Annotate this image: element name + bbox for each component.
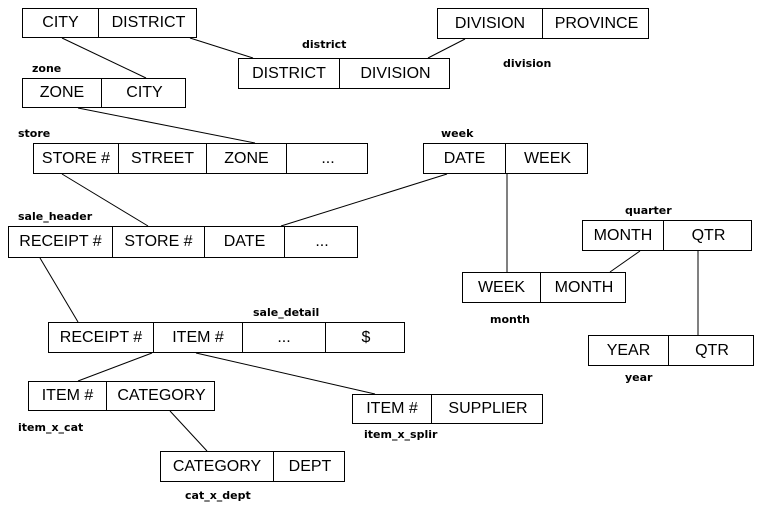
table-district[interactable]: DISTRICT DIVISION	[238, 58, 450, 89]
field-sale_header-1[interactable]: STORE #	[113, 227, 205, 257]
field-store-3[interactable]: ...	[321, 149, 335, 167]
field-item_x_splir-0[interactable]: ITEM #	[353, 395, 432, 423]
field-year-0[interactable]: YEAR	[589, 336, 669, 365]
table-week[interactable]: DATE WEEK	[423, 143, 588, 174]
relationship-line-city-to-zone	[61, 37, 147, 79]
field-district-0[interactable]: DISTRICT	[239, 59, 340, 88]
field-division-0[interactable]: DIVISION	[438, 9, 543, 38]
field-district-1[interactable]: DIVISION	[360, 64, 431, 82]
table-label-year: year	[625, 371, 653, 384]
field-store-0[interactable]: STORE #	[34, 144, 119, 173]
field-division-1[interactable]: PROVINCE	[554, 14, 639, 32]
field-sale_detail-0[interactable]: RECEIPT #	[49, 323, 154, 352]
field-year-1[interactable]: QTR	[695, 341, 729, 359]
relationship-line-zone-to-store	[77, 107, 256, 144]
field-week-1[interactable]: WEEK	[523, 149, 572, 167]
field-month-0[interactable]: WEEK	[463, 273, 541, 302]
field-sale_detail-2[interactable]: ...	[243, 323, 326, 352]
table-city_district[interactable]: CITY DISTRICT	[22, 8, 197, 38]
field-sale_header-3[interactable]: ...	[315, 233, 329, 250]
field-item_x_cat-1[interactable]: CATEGORY	[117, 387, 206, 404]
table-label-week: week	[441, 127, 474, 140]
table-label-sale_detail: sale_detail	[253, 306, 320, 319]
field-item_x_cat-0[interactable]: ITEM #	[29, 382, 107, 410]
table-label-month: month	[490, 313, 530, 326]
field-zone-1[interactable]: CITY	[126, 84, 163, 101]
relationship-line-sale-detail-item-to-item-x-splir	[195, 352, 376, 395]
field-week-0[interactable]: DATE	[424, 144, 506, 173]
field-sale_header-0[interactable]: RECEIPT #	[9, 227, 113, 257]
table-sale_header[interactable]: RECEIPT #STORE #DATE...	[8, 226, 358, 258]
field-quarter-0[interactable]: MONTH	[583, 221, 664, 250]
table-quarter[interactable]: MONTH QTR	[582, 220, 752, 251]
field-quarter-1[interactable]: QTR	[691, 226, 726, 244]
field-month-1[interactable]: MONTH	[554, 278, 614, 296]
field-sale_detail-3[interactable]: $	[361, 328, 371, 346]
relationship-line-district-division-to-division-dim	[427, 38, 466, 59]
table-label-item_x_splir: item_x_splir	[364, 428, 438, 441]
field-sale_header-2[interactable]: DATE	[205, 227, 285, 257]
table-label-item_x_cat: item_x_cat	[18, 421, 84, 434]
table-cat_x_dept[interactable]: CATEGORY DEPT	[160, 451, 345, 482]
field-cat_x_dept-1[interactable]: DEPT	[288, 457, 332, 475]
table-item_x_cat[interactable]: ITEM # CATEGORY	[28, 381, 215, 411]
field-city_district-0[interactable]: CITY	[23, 9, 99, 37]
field-cat_x_dept-0[interactable]: CATEGORY	[161, 452, 274, 481]
field-store-1[interactable]: STREET	[119, 144, 207, 173]
table-label-cat_x_dept: cat_x_dept	[185, 489, 251, 502]
table-division[interactable]: DIVISION PROVINCE	[437, 8, 649, 39]
field-store-2[interactable]: ZONE	[207, 144, 287, 173]
table-item_x_splir[interactable]: ITEM # SUPPLIER	[352, 394, 543, 424]
table-label-quarter: quarter	[625, 204, 672, 217]
table-label-sale_header: sale_header	[18, 210, 93, 223]
relationship-line-sale-detail-item-to-item-x-cat	[77, 352, 153, 382]
relationship-line-month-to-quarter	[609, 250, 641, 273]
field-item_x_splir-1[interactable]: SUPPLIER	[448, 400, 528, 417]
table-label-division: division	[503, 57, 552, 70]
field-zone-0[interactable]: ZONE	[23, 79, 102, 107]
table-label-zone: zone	[32, 62, 62, 75]
relationship-line-item-x-cat-to-cat-x-dept	[169, 410, 208, 452]
table-month[interactable]: WEEK MONTH	[462, 272, 626, 303]
field-city_district-1[interactable]: DISTRICT	[111, 14, 186, 31]
table-sale_detail[interactable]: RECEIPT #ITEM #... $	[48, 322, 405, 353]
table-zone[interactable]: ZONE CITY	[22, 78, 186, 108]
relationship-line-sale-header-to-sale-detail	[39, 257, 79, 323]
table-year[interactable]: YEAR QTR	[588, 335, 754, 366]
table-label-store: store	[18, 127, 51, 140]
relationship-line-sale-header-date-to-week	[280, 173, 448, 227]
table-label-district: district	[302, 38, 347, 51]
relationship-line-district-to-district-dim	[189, 37, 254, 59]
field-sale_detail-1[interactable]: ITEM #	[154, 323, 243, 352]
